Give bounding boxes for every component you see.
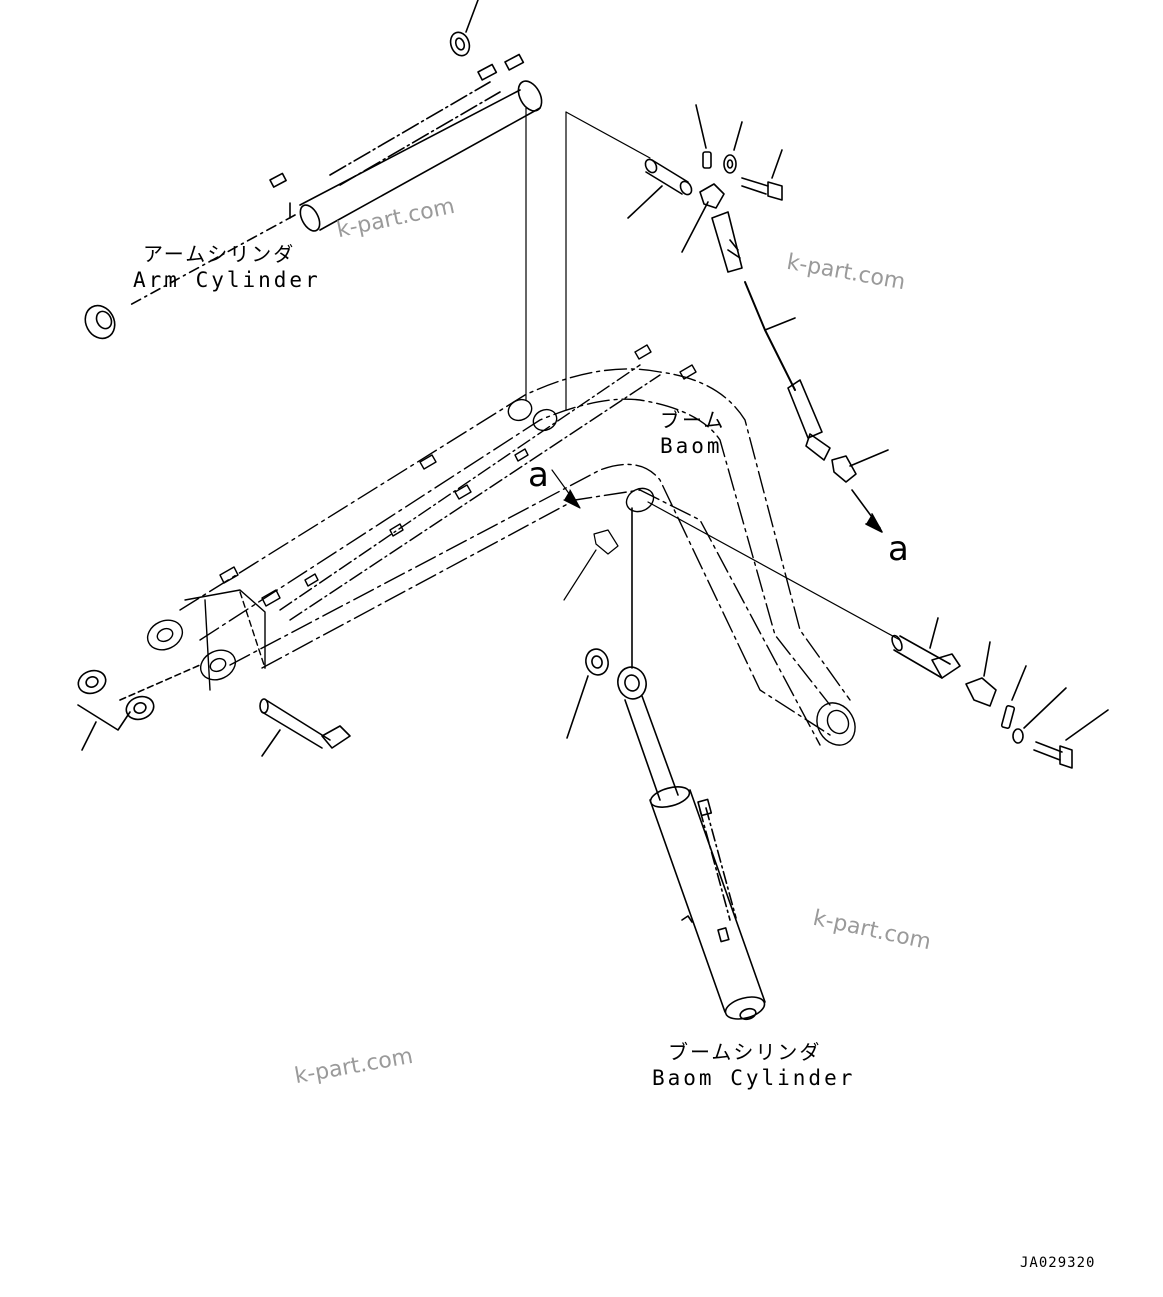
boom-jp-label: ブーム (660, 408, 726, 432)
arm-cylinder-jp-label: アームシリンダ (143, 242, 296, 266)
boom-foot-pin-group (77, 664, 351, 757)
guide-lines (525, 107, 901, 641)
boom-cylinder (566, 507, 766, 1021)
detail-a-callout-end: a (888, 529, 909, 569)
detail-a-callout-start: a (528, 455, 549, 495)
cylinder-head-pin-group (891, 617, 1109, 769)
boom-cylinder-jp-label: ブームシリンダ (668, 1040, 822, 1064)
arm-cylinder (84, 0, 543, 340)
boom-en-label: Baom (660, 434, 723, 458)
arm-top-pin-group (627, 104, 889, 533)
boom-cylinder-en-label: Baom Cylinder (652, 1066, 856, 1090)
arm-cylinder-en-label: Arm Cylinder (133, 268, 321, 292)
boom-structure (146, 344, 856, 746)
drawing-code: JA029320 (1020, 1255, 1096, 1271)
